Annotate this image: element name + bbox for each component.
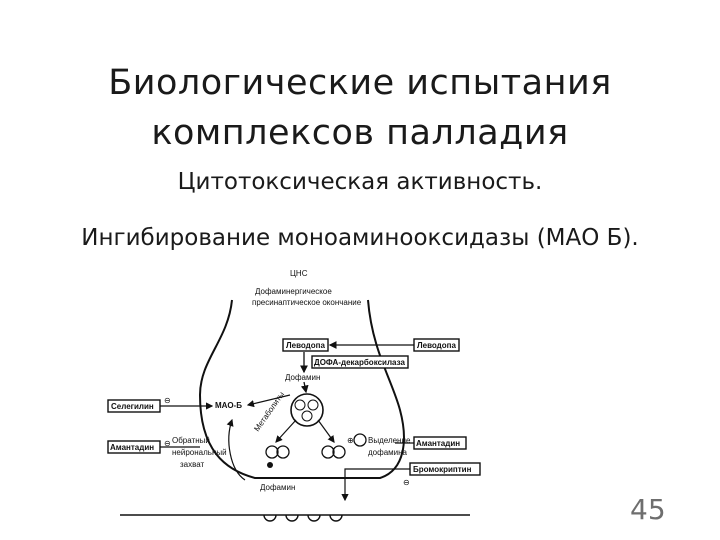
- vesicle-small: [276, 445, 290, 459]
- amantadine-left-inhibition-sign: ⊖: [164, 439, 171, 448]
- release-label-line1: Выделение: [368, 436, 411, 445]
- vesicle-granule: [301, 410, 313, 422]
- levodopa-inner-label: Леводопа: [286, 341, 325, 350]
- vesicle-granule: [307, 399, 319, 411]
- reuptake-arrow: [226, 418, 246, 481]
- vesicle-left-arrow: [275, 419, 297, 443]
- amantadine-left-label: Амантадин: [110, 443, 154, 452]
- vesicle-small: [321, 445, 335, 459]
- bromocriptine-arrow: [341, 468, 410, 502]
- page-number: 45: [630, 493, 666, 526]
- release-stimulation-sign: ⊕: [347, 436, 354, 445]
- slide-title-line1: Биологические испытания: [108, 63, 612, 103]
- dopamine-inner-label: Дофамин: [285, 373, 320, 382]
- dopamine-to-mao-arrow: [246, 394, 291, 408]
- dopa-decarboxylase-box: [311, 355, 409, 369]
- vesicle-small: [353, 433, 367, 447]
- slide-subtitle-line2: Ингибирование моноаминооксидазы (МАО Б).: [81, 225, 639, 251]
- selegiline-inhibition-sign: ⊖: [164, 396, 171, 405]
- dopamine-dot: [267, 462, 273, 468]
- vesicle-granule: [294, 399, 306, 411]
- terminal-label-line2: пресинаптическое окончание: [252, 298, 362, 307]
- levodopa-outer-label: Леводопа: [417, 341, 456, 350]
- vesicle-small: [265, 445, 279, 459]
- terminal-label-line1: Дофаминергическое: [255, 287, 332, 296]
- slide-title-line2: комплексов палладия: [151, 113, 569, 153]
- vesicle-right-arrow: [317, 419, 335, 443]
- metabolites-label: Метаболиты: [252, 390, 286, 433]
- mao-b-label: МАО-Б: [215, 401, 242, 410]
- dopamine-cleft-label: Дофамин: [260, 483, 295, 492]
- bromocriptine-inhibition-sign: ⊖: [403, 478, 410, 487]
- vesicle-large: [290, 393, 324, 427]
- dopamine-receptor: [307, 514, 321, 522]
- amantadine-right-label: Амантадин: [416, 439, 460, 448]
- slide-subtitle-line1: Цитотоксическая активность.: [177, 169, 543, 195]
- reuptake-label-line2: нейрональный: [172, 448, 227, 457]
- vesicle-small: [332, 445, 346, 459]
- dopamine-to-vesicle-arrow: [300, 381, 309, 394]
- presynaptic-terminal-outline: [198, 299, 405, 479]
- release-label-line2: дофамина: [368, 448, 408, 457]
- dopamine-receptor: [263, 514, 277, 522]
- dopamine-receptor: [329, 514, 343, 522]
- dopamine-receptor: [285, 514, 299, 522]
- dopa-decarboxylase-label: ДОФА-декарбоксилаза: [314, 358, 405, 367]
- reuptake-label-line3: захват: [180, 460, 205, 469]
- selegiline-label: Селегилин: [111, 402, 154, 411]
- bromocriptine-label: Бромокриптин: [413, 465, 472, 474]
- levodopa-inner-box: [282, 338, 329, 352]
- cns-label: ЦНС: [290, 269, 308, 278]
- reuptake-label-line1: Обратный: [172, 436, 210, 445]
